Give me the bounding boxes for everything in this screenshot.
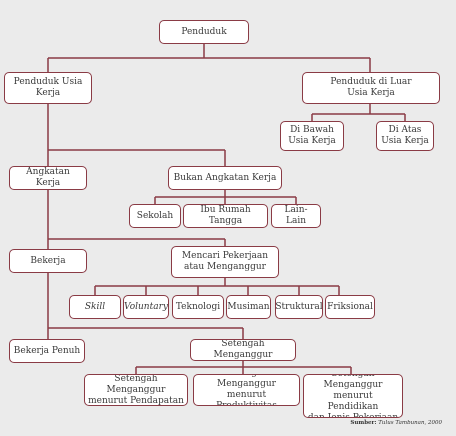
node-mencari-pekerjaan: Mencari Pekerjaan atau Menganggur: [171, 246, 279, 278]
node-teknologi: Teknologi: [172, 295, 224, 319]
node-penduduk: Penduduk: [159, 20, 249, 44]
node-bukan-angkatan-kerja: Bukan Angkatan Kerja: [168, 166, 282, 190]
source-label: Sumber:: [350, 420, 377, 426]
node-sekolah: Sekolah: [129, 204, 181, 228]
node-bekerja: Bekerja: [9, 249, 87, 273]
node-sm-pendapatan: Setengah Menganggur menurut Pendapatan: [84, 374, 188, 406]
node-ibu-rumah-tangga: Ibu Rumah Tangga: [183, 204, 268, 228]
source-text: Tulus Tambunan, 2000: [378, 420, 442, 426]
node-bekerja-penuh: Bekerja Penuh: [9, 339, 85, 363]
node-penduduk-luar-usia-kerja: Penduduk di Luar Usia Kerja: [302, 72, 440, 104]
node-setengah-menganggur: Setengah Menganggur: [190, 339, 296, 361]
node-struktural: Struktural: [275, 295, 323, 319]
source-caption: Sumber: Tulus Tambunan, 2000: [350, 420, 442, 426]
node-musiman: Musiman: [226, 295, 271, 319]
node-skill: Skill: [69, 295, 121, 319]
node-sm-pendidikan: Setengah Menganggur menurut Pendidikan d…: [303, 374, 403, 418]
node-friksional: Friksional: [325, 295, 375, 319]
node-voluntary: Voluntary: [123, 295, 169, 319]
node-di-atas-usia-kerja: Di Atas Usia Kerja: [376, 121, 434, 151]
node-di-bawah-usia-kerja: Di Bawah Usia Kerja: [280, 121, 344, 151]
node-penduduk-usia-kerja: Penduduk Usia Kerja: [4, 72, 92, 104]
node-sm-produktivitas: Setengah Menganggur menurut Produktivita…: [193, 374, 300, 406]
node-angkatan-kerja: Angkatan Kerja: [9, 166, 87, 190]
node-lain-lain: Lain-Lain: [271, 204, 321, 228]
